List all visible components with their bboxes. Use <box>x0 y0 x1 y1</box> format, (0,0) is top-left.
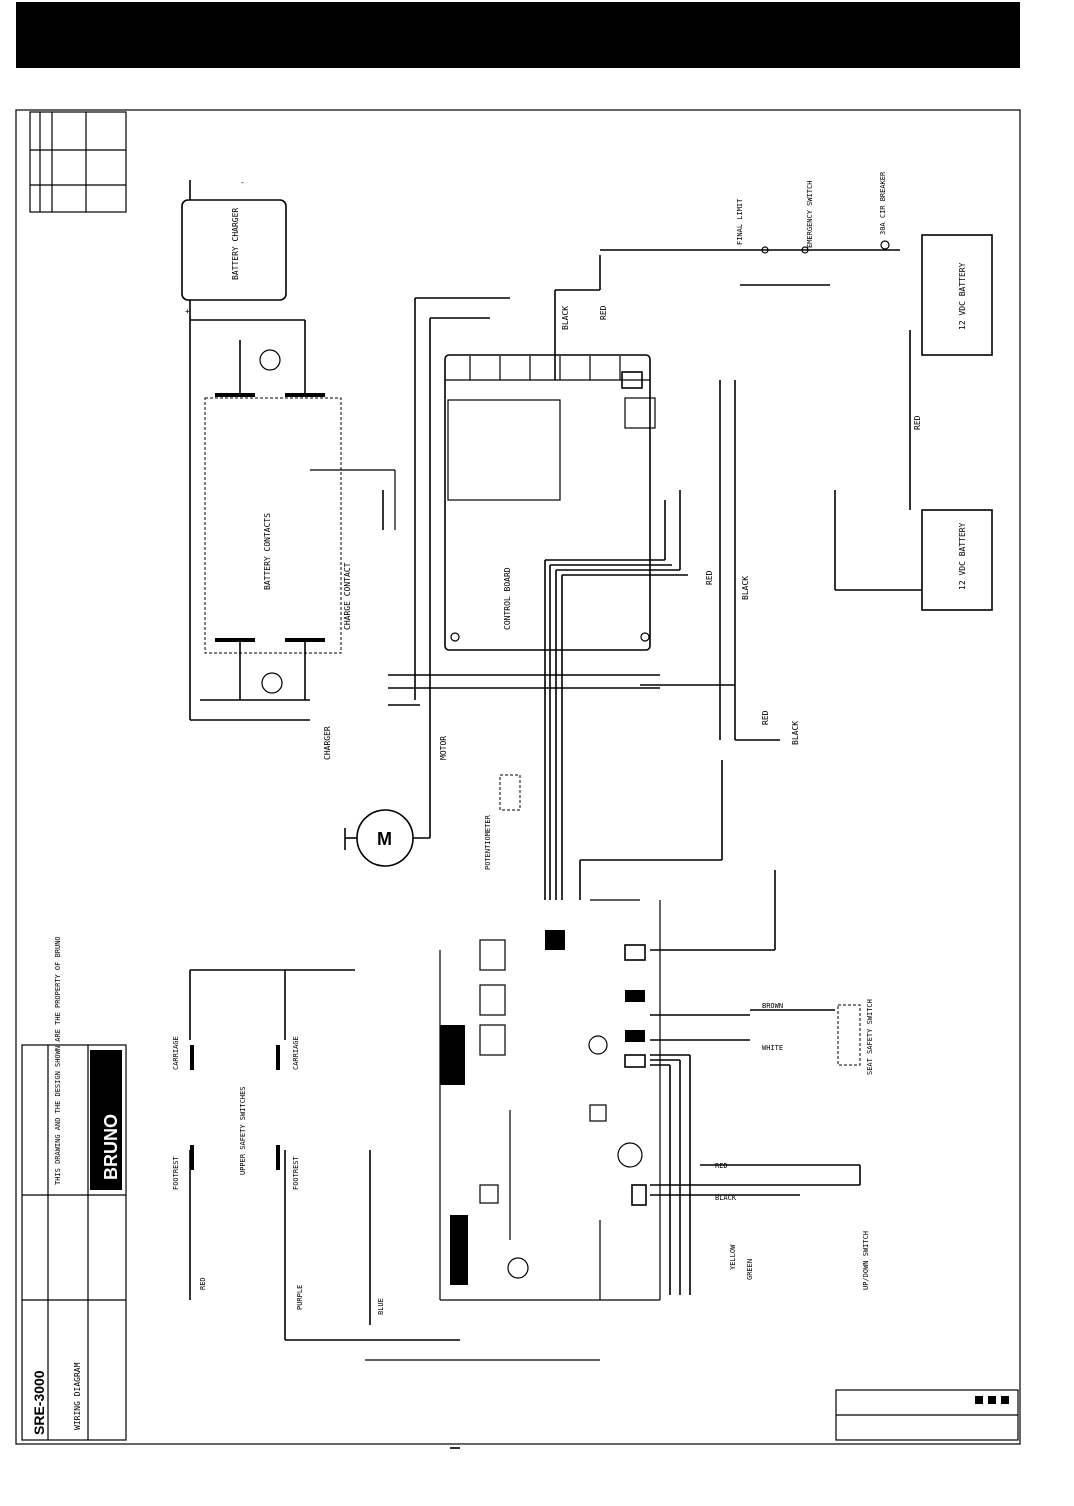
svg-text:BROWN: BROWN <box>762 1002 783 1010</box>
svg-text:BATTERY CONTACTS: BATTERY CONTACTS <box>263 513 272 590</box>
control-board: CONTROL BOARD <box>444 354 656 651</box>
brand-logo <box>90 1050 122 1190</box>
battery-12v-bottom: 12 VDC BATTERY <box>834 490 993 611</box>
brand-text: BRUNO <box>101 1114 121 1180</box>
battery-contacts: BATTERY CONTACTS CHARGE CONTACT CHARGER <box>204 320 352 760</box>
svg-text:UP/DOWN SWITCH: UP/DOWN SWITCH <box>862 1231 870 1290</box>
header-bar <box>16 2 1020 68</box>
svg-text:RED: RED <box>715 1162 728 1170</box>
svg-text:BLACK: BLACK <box>741 576 750 600</box>
svg-text:EMERGENCY SWITCH: EMERGENCY SWITCH <box>806 181 814 248</box>
title-notes: THIS DRAWING AND THE DESIGN SHOWN ARE TH… <box>54 936 62 1185</box>
svg-text:FOOTREST: FOOTREST <box>292 1155 300 1190</box>
svg-text:CONTROL BOARD: CONTROL BOARD <box>503 567 512 630</box>
svg-text:RED: RED <box>599 305 608 320</box>
svg-text:WHITE: WHITE <box>762 1044 783 1052</box>
svg-text:BLACK: BLACK <box>561 306 570 330</box>
svg-text:GREEN: GREEN <box>746 1259 754 1280</box>
svg-text:+: + <box>185 307 190 316</box>
svg-text:BLUE: BLUE <box>377 1298 385 1315</box>
svg-text:12 VDC BATTERY: 12 VDC BATTERY <box>958 522 967 590</box>
svg-text:RED: RED <box>705 570 714 585</box>
svg-text:-: - <box>240 178 245 187</box>
svg-text:BLACK: BLACK <box>715 1194 737 1202</box>
svg-text:RED: RED <box>761 710 770 725</box>
svg-text:MOTOR: MOTOR <box>439 736 448 760</box>
svg-text:FOOTREST: FOOTREST <box>172 1155 180 1190</box>
legend-block <box>835 1389 1019 1441</box>
svg-text:RED: RED <box>199 1277 207 1290</box>
svg-text:PURPLE: PURPLE <box>296 1285 304 1310</box>
sheet-border <box>15 109 1021 1445</box>
svg-text:CARRIAGE: CARRIAGE <box>172 1036 180 1070</box>
svg-text:BATTERY CHARGER: BATTERY CHARGER <box>231 208 240 280</box>
title-block: BRUNO WIRING DIAGRAM SRE-3000 THIS DRAWI… <box>21 936 127 1441</box>
svg-text:CHARGER: CHARGER <box>323 726 332 760</box>
svg-text:YELLOW: YELLOW <box>729 1244 737 1270</box>
svg-text:SEAT SAFETY SWITCH: SEAT SAFETY SWITCH <box>866 999 874 1075</box>
svg-text:CARRIAGE: CARRIAGE <box>292 1036 300 1070</box>
svg-text:30A CIR BREAKER: 30A CIR BREAKER <box>879 171 887 235</box>
svg-text:UPPER SAFETY SWITCHES: UPPER SAFETY SWITCHES <box>239 1086 247 1175</box>
drawing-number: SRE-3000 <box>31 1370 47 1435</box>
svg-text:CHARGE CONTACT: CHARGE CONTACT <box>343 562 352 630</box>
top-switches: FINAL LIMIT EMERGENCY SWITCH 30A CIR BRE… <box>736 171 900 286</box>
svg-text:M: M <box>377 829 392 849</box>
svg-text:BLACK: BLACK <box>791 721 800 745</box>
revision-block <box>29 111 127 213</box>
drawing-title: WIRING DIAGRAM <box>73 1362 82 1430</box>
lower-right-wiring: BROWN WHITE SEAT SAFETY SWITCH RED BLACK… <box>650 999 874 1295</box>
svg-text:FINAL LIMIT: FINAL LIMIT <box>736 198 744 245</box>
battery-12v-top: 12 VDC BATTERY RED <box>909 234 993 510</box>
battery-charger: BATTERY CHARGER + - <box>181 178 287 720</box>
lower-board <box>439 899 661 1301</box>
svg-text:RED: RED <box>913 415 922 430</box>
motor: M MOTOR POTENTIOMETER <box>344 700 521 870</box>
svg-text:12 VDC BATTERY: 12 VDC BATTERY <box>958 262 967 330</box>
upper-safety-switches: CARRIAGE CARRIAGE FOOTREST FOOTREST UPPE… <box>172 969 460 1341</box>
board-wires: BLACK RED RED BLACK RED BLACK <box>414 249 800 951</box>
left-wiring <box>190 319 660 721</box>
svg-text:POTENTIOMETER: POTENTIOMETER <box>484 814 492 870</box>
